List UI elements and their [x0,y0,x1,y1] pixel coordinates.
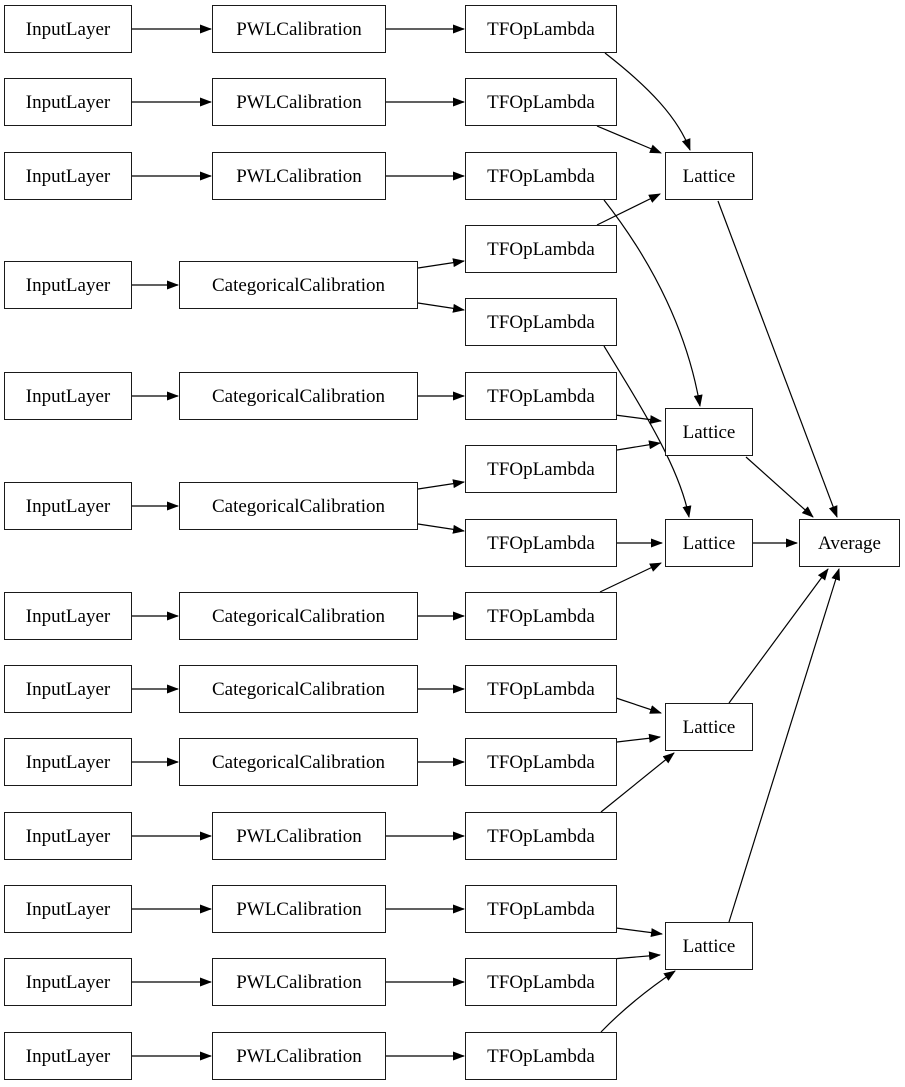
node-tfop-lambda: TFOpLambda [465,225,617,273]
node-lattice: Lattice [665,519,753,567]
edge-L2-to-avg [745,456,814,518]
node-categorical-calibration: CategoricalCalibration [179,261,418,309]
edge-c1-to-t4 [417,258,465,269]
node-input-layer: InputLayer [4,261,132,309]
node-categorical-calibration: CategoricalCalibration [179,372,418,420]
edge-t7-to-L2 [616,440,661,451]
node-tfop-lambda: TFOpLambda [465,738,617,786]
node-categorical-calibration: CategoricalCalibration [179,592,418,640]
node-input-layer: InputLayer [4,592,132,640]
node-pwl-calibration: PWLCalibration [212,5,386,53]
node-tfop-lambda: TFOpLambda [465,298,617,346]
node-input-layer: InputLayer [4,5,132,53]
node-input-layer: InputLayer [4,812,132,860]
node-average: Average [799,519,900,567]
node-pwl-calibration: PWLCalibration [212,885,386,933]
node-input-layer: InputLayer [4,665,132,713]
node-tfop-lambda: TFOpLambda [465,958,617,1006]
edge-t2-to-L1 [596,125,662,154]
node-tfop-lambda: TFOpLambda [465,885,617,933]
edge-t5-to-L3 [603,345,692,518]
node-tfop-lambda: TFOpLambda [465,1032,617,1080]
edge-t1-to-L1 [604,52,691,151]
node-input-layer: InputLayer [4,78,132,126]
node-lattice: Lattice [665,408,753,456]
node-tfop-lambda: TFOpLambda [465,152,617,200]
edge-L5-to-avg [728,568,841,923]
edge-t15-to-L5 [600,970,676,1033]
node-lattice: Lattice [665,922,753,970]
node-input-layer: InputLayer [4,1032,132,1080]
edge-c3-to-t7 [417,479,465,490]
edge-t11-to-L4 [616,733,661,743]
node-pwl-calibration: PWLCalibration [212,812,386,860]
node-categorical-calibration: CategoricalCalibration [179,482,418,530]
edge-L4-to-avg [728,568,829,704]
node-input-layer: InputLayer [4,958,132,1006]
node-tfop-lambda: TFOpLambda [465,5,617,53]
node-categorical-calibration: CategoricalCalibration [179,738,418,786]
edge-c3-to-t8 [417,523,465,534]
edge-t9-to-L3 [599,562,662,593]
edge-t10-to-L4 [615,697,662,714]
node-input-layer: InputLayer [4,738,132,786]
edge-L1-to-avg [717,200,838,518]
node-pwl-calibration: PWLCalibration [212,78,386,126]
node-tfop-lambda: TFOpLambda [465,592,617,640]
edge-t6-to-L2 [614,414,662,425]
node-lattice: Lattice [665,703,753,751]
edge-c1-to-t5 [417,302,465,313]
edge-t3-to-L2 [603,199,703,407]
edge-t4-to-L1 [596,193,661,226]
node-input-layer: InputLayer [4,152,132,200]
node-tfop-lambda: TFOpLambda [465,812,617,860]
node-lattice: Lattice [665,152,753,200]
node-input-layer: InputLayer [4,372,132,420]
node-pwl-calibration: PWLCalibration [212,152,386,200]
node-tfop-lambda: TFOpLambda [465,78,617,126]
edge-t13-to-L5 [615,927,663,938]
node-tfop-lambda: TFOpLambda [465,519,617,567]
node-categorical-calibration: CategoricalCalibration [179,665,418,713]
node-tfop-lambda: TFOpLambda [465,372,617,420]
node-pwl-calibration: PWLCalibration [212,1032,386,1080]
node-tfop-lambda: TFOpLambda [465,665,617,713]
node-tfop-lambda: TFOpLambda [465,445,617,493]
edge-t12-to-L4 [600,752,675,813]
node-input-layer: InputLayer [4,885,132,933]
node-input-layer: InputLayer [4,482,132,530]
edge-t14-to-L5 [611,951,661,961]
node-pwl-calibration: PWLCalibration [212,958,386,1006]
